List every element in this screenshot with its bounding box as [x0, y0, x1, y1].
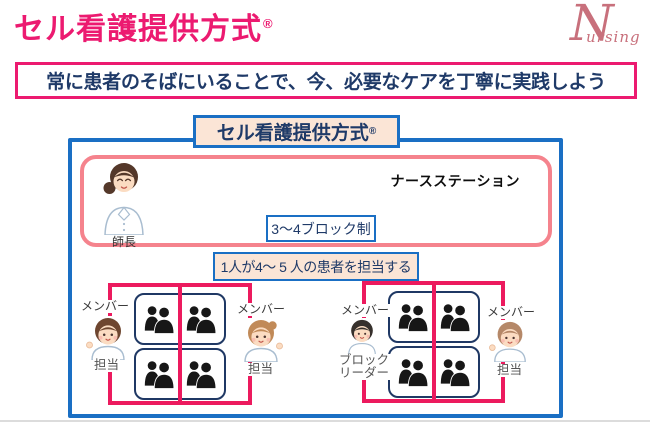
patients-group-icon	[186, 360, 217, 389]
member-role-label: メンバー	[340, 303, 391, 317]
patients-group-icon	[397, 358, 428, 387]
diagram-title-text: セル看護提供方式	[216, 123, 369, 144]
cell-divider-line	[178, 283, 182, 405]
cell-divider-line	[431, 281, 436, 403]
patients-group-icon	[439, 358, 470, 387]
logo-initial: N	[570, 0, 614, 52]
nurse-station-label: ナースステーション	[390, 173, 520, 189]
duty-line: ブロック	[338, 353, 389, 367]
member-nurse-avatar	[487, 320, 533, 362]
member-role-label: メンバー	[486, 305, 537, 319]
member-nurse-avatar	[84, 316, 132, 360]
duty-line: 担当	[497, 363, 523, 377]
slogan-text: 常に患者のそばにいることで、今、必要なケアを丁寧に実践しよう	[46, 72, 606, 93]
page-title-text: セル看護提供方式	[14, 13, 262, 46]
assignment-box: 1人が4～ 5 人の患者を担当する	[213, 252, 419, 281]
patients-group-icon	[439, 303, 470, 332]
patients-group-icon	[186, 305, 217, 334]
member-role-label: メンバー	[236, 302, 287, 316]
duty-line: 担当	[248, 362, 274, 376]
head-nurse-avatar	[102, 162, 144, 235]
cell-group-right: メンバー ブロック リーダー メンバー 担当	[336, 281, 537, 403]
head-nurse-label: 師長	[112, 235, 137, 249]
diagram-title: セル看護提供方式®	[193, 115, 400, 148]
logo-rest: ursing	[586, 28, 641, 46]
bottom-divider	[0, 420, 650, 422]
page-title: セル看護提供方式®	[14, 4, 274, 48]
patients-group-icon	[144, 305, 175, 334]
duty-label: 担当	[247, 362, 275, 376]
nursing-logo: N ursing	[562, 0, 641, 60]
duty-line: 担当	[94, 358, 120, 372]
patients-group-icon	[397, 303, 428, 332]
duty-line: リーダー	[338, 366, 389, 380]
cell-group-left: メンバー 担当 メンバー 担当	[80, 283, 287, 405]
member-nurse-avatar	[237, 318, 285, 362]
member-role-label: メンバー	[80, 299, 131, 313]
registered-mark: ®	[263, 16, 274, 31]
patients-group-icon	[144, 360, 175, 389]
block-system-label: 3～4ブロック制	[271, 220, 371, 237]
block-system-box: 3～4ブロック制	[266, 215, 376, 242]
block-leader-avatar	[342, 318, 382, 355]
assignment-label: 1人が4～ 5 人の患者を担当する	[220, 258, 412, 275]
nurse-station-box: 師長 ナースステーション 3～4ブロック制	[80, 155, 552, 249]
duty-label: 担当	[93, 358, 121, 372]
duty-label: 担当	[496, 363, 524, 377]
slogan-banner: 常に患者のそばにいることで、今、必要なケアを丁寧に実践しよう	[15, 62, 637, 99]
diagram-registered-mark: ®	[368, 126, 377, 137]
duty-label: ブロック リーダー	[336, 354, 392, 380]
